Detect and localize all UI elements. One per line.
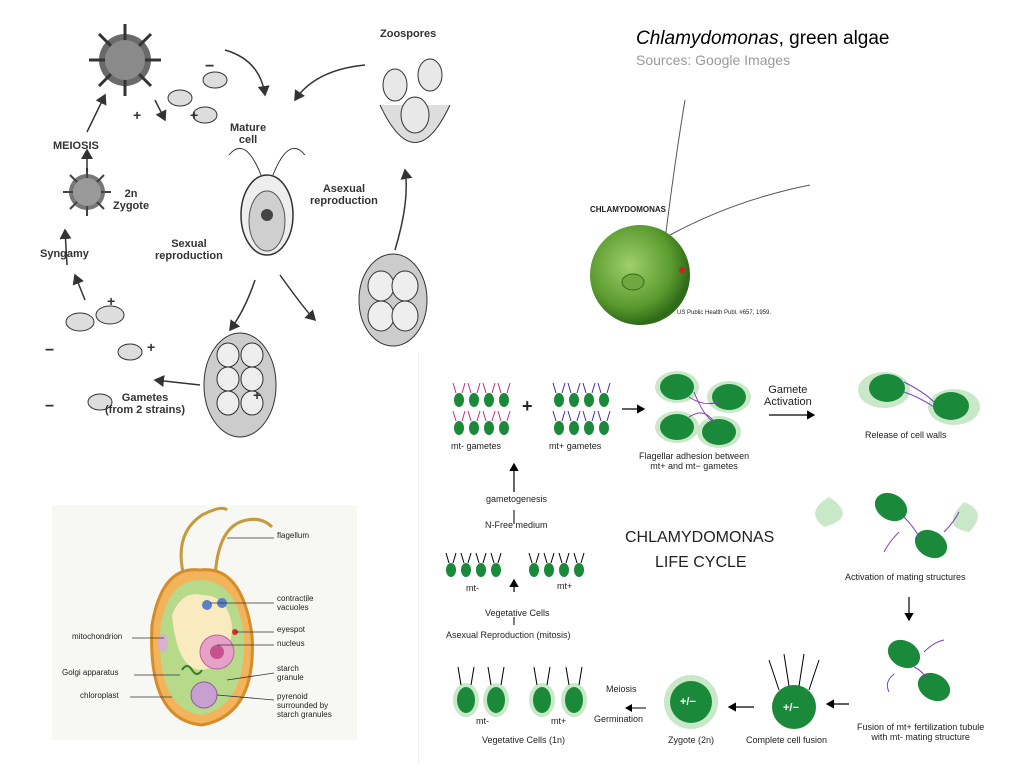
label-meiosis: Meiosis — [606, 684, 637, 694]
slide-title: Chlamydomonas, green algae — [636, 28, 890, 50]
gamete-cluster-icon — [203, 332, 277, 438]
label-release-walls: Release of cell walls — [865, 430, 947, 440]
label-mt-minus: mt- — [466, 583, 479, 593]
label-gametes: Gametes (from 2 strains) — [105, 392, 186, 417]
label-zoospores: Zoospores — [380, 28, 437, 40]
title-line2: LIFE CYCLE — [655, 554, 747, 571]
label-syngamy: Syngamy — [40, 248, 89, 260]
spiky-zygote-icon — [89, 24, 161, 96]
vegetative-cells-icon — [445, 552, 585, 577]
label-mitochondrion: mitochondrion — [72, 632, 123, 641]
label-veg-cells-1n: Vegetative Cells (1n) — [482, 735, 566, 745]
title-rest: , green algae — [778, 28, 890, 49]
sketch-life-cycle: Zoospores MEIOSIS Mature cell Asexual re… — [25, 0, 465, 440]
zygote-icon — [664, 675, 718, 729]
green-cell-illustration — [590, 99, 811, 325]
sketch-drawing — [59, 24, 451, 438]
gamete-cells-icon — [65, 71, 228, 411]
mt-plus-gametes-icon — [554, 393, 609, 435]
title-line1: CHLAMYDOMONAS — [625, 529, 775, 546]
life-cycle-drawing — [445, 371, 980, 729]
photo-credit: US Public Health Publ. #657, 1959. — [677, 310, 772, 316]
label-fusion: Fusion of mt+ fertilization tubule with … — [857, 722, 985, 742]
vegetative-cells-1n-icon — [453, 666, 587, 717]
label-golgi: Golgi apparatus — [62, 668, 119, 677]
dividing-cell-icon — [358, 253, 428, 347]
sources-caption: Sources: Google Images — [636, 52, 791, 68]
sign-plus-5: + — [253, 387, 262, 403]
label-germination: Germination — [594, 714, 644, 724]
gamete-flagella-plus-icon — [552, 382, 611, 422]
chlamydomonas-photo: CHLAMYDOMONAS US Public Health Publ. #65… — [585, 99, 815, 330]
label-mt-minus-1n: mt- — [476, 716, 489, 726]
small-zygote-icon — [63, 168, 111, 216]
sign-plus-2: + — [190, 107, 199, 123]
label-complete-fusion: Complete cell fusion — [746, 735, 828, 745]
sign-plus-4: + — [147, 339, 156, 355]
label-starch: starch granule — [277, 664, 304, 682]
label-asexual-repro: Asexual Reproduction (mitosis) — [446, 630, 571, 640]
label-mature-cell: Mature cell — [230, 122, 267, 147]
sign-plus-1: + — [133, 107, 142, 123]
label-mt-plus-1n: mt+ — [551, 716, 567, 726]
sign-minus-1: − — [205, 58, 215, 75]
label-gametogenesis: gametogenesis — [486, 494, 548, 504]
anatomy-drawing — [130, 506, 275, 727]
label-n-free: N-Free medium — [485, 520, 548, 530]
label-vegetative-cells: Vegetative Cells — [485, 608, 550, 618]
fusion-icon — [886, 639, 951, 702]
photo-label: CHLAMYDOMONAS — [590, 205, 666, 214]
label-nucleus: nucleus — [277, 639, 305, 648]
label-fusion-plus-minus: +/− — [783, 702, 799, 714]
mature-cell-icon — [228, 147, 306, 256]
plus-sign: + — [522, 396, 533, 416]
label-mt-plus-gametes: mt+ gametes — [549, 441, 602, 451]
label-flagellum: flagellum — [277, 531, 310, 540]
gamete-flagella-minus-icon — [452, 382, 511, 422]
label-activation-mating: Activation of mating structures — [845, 572, 966, 582]
flagellar-adhesion-icon — [655, 371, 751, 448]
sign-minus-3: − — [45, 398, 55, 415]
label-zygote-plus-minus: +/− — [680, 696, 696, 708]
label-asexual: Asexual reproduction — [310, 183, 378, 208]
anatomy-diagram: flagellum contractile vacuoles eyespot n… — [52, 505, 357, 740]
label-eyespot: eyespot — [277, 625, 306, 634]
label-meiosis: MEIOSIS — [53, 140, 99, 152]
label-zygote-2n: Zygote (2n) — [668, 735, 715, 745]
label-chloroplast: chloroplast — [80, 691, 119, 700]
label-flagellar-adhesion: Flagellar adhesion between mt+ and mt− g… — [639, 451, 750, 471]
label-mt-minus-gametes: mt- gametes — [451, 441, 502, 451]
complete-fusion-icon — [768, 653, 820, 729]
label-pyrenoid: pyrenoid surrounded by starch granules — [277, 692, 332, 719]
label-mt-plus: mt+ — [557, 581, 573, 591]
sign-minus-2: − — [45, 342, 55, 359]
life-cycle-diagram: + mt- gametes mt+ gametes Flagellar adhe… — [418, 352, 1024, 764]
zoospore-cluster-icon — [379, 58, 451, 143]
label-gamete-activation: Gamete Activation — [764, 384, 812, 409]
label-contractile: contractile vacuoles — [277, 594, 314, 612]
label-sexual: Sexual reproduction — [155, 238, 223, 263]
label-zygote: 2n Zygote — [113, 188, 150, 213]
sign-plus-3: + — [107, 293, 116, 309]
title-species: Chlamydomonas — [636, 28, 779, 49]
mt-minus-gametes-icon — [454, 393, 509, 435]
activation-mating-icon — [815, 492, 978, 559]
release-walls-icon — [858, 372, 980, 425]
